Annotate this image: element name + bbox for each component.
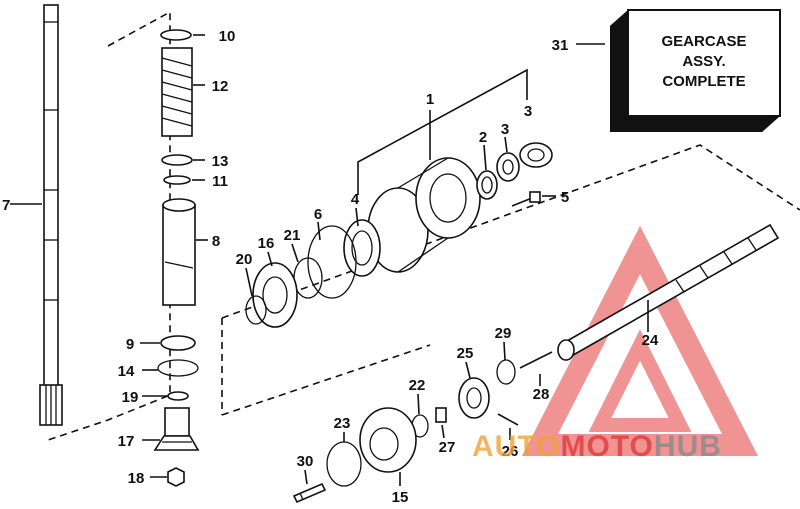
watermark-moto: MOTO <box>560 430 653 463</box>
label-27: 27 <box>439 439 456 456</box>
washer-19 <box>167 391 189 401</box>
leader-6 <box>317 221 321 241</box>
label-15: 15 <box>392 489 409 506</box>
leader-2 <box>483 144 487 171</box>
leader-30 <box>304 469 308 485</box>
label-19: 19 <box>122 389 139 406</box>
label-30: 30 <box>297 453 314 470</box>
label-25: 25 <box>457 345 474 362</box>
spring-12 <box>161 47 193 137</box>
propeller-shaft-24 <box>557 223 780 361</box>
label-11: 11 <box>212 173 228 190</box>
leader-25 <box>465 361 471 379</box>
label-5: 5 <box>561 189 569 206</box>
gearcase-box <box>610 9 781 132</box>
watermark-triangle-logo <box>521 225 759 456</box>
label-12: 12 <box>212 78 229 95</box>
sleeve-8 <box>162 198 196 306</box>
pin-30 <box>292 482 327 504</box>
assembly-bracket <box>357 68 528 195</box>
shim-23 <box>326 441 362 487</box>
label-8: 8 <box>212 233 220 250</box>
leader-3a <box>504 136 508 153</box>
label-2: 2 <box>479 129 487 146</box>
watermark-hub: HUB <box>654 430 722 463</box>
watermark-text: AUTOMOTOHUB <box>472 430 722 463</box>
label-22: 22 <box>409 377 426 394</box>
label-18: 18 <box>128 470 145 487</box>
bearing-20 <box>245 295 267 325</box>
label-23: 23 <box>334 415 351 432</box>
dashed-frame-right-bottom <box>221 344 431 416</box>
gearcase-line-3: COMPLETE <box>662 73 745 90</box>
leader-20 <box>245 267 253 297</box>
bearing-housing-1 <box>367 157 481 273</box>
forward-gear-15 <box>359 407 417 473</box>
leader-16 <box>267 251 273 267</box>
leader-29 <box>503 341 506 361</box>
washer-10 <box>160 29 192 41</box>
label-1: 1 <box>426 91 434 108</box>
leader-21 <box>291 243 299 263</box>
seal-3b <box>519 142 553 168</box>
label-9: 9 <box>126 336 134 353</box>
dashed-frame-left <box>47 10 171 441</box>
label-17: 17 <box>118 433 135 450</box>
spring-28 <box>519 351 553 369</box>
watermark-auto: AUTO <box>472 430 560 463</box>
gearcase-line-2: ASSY. <box>682 53 725 70</box>
plate-9 <box>160 335 196 351</box>
clutch-25 <box>458 377 490 419</box>
needle-bearing-2 <box>476 170 498 200</box>
label-3b: 3 <box>524 103 532 120</box>
label-13: 13 <box>212 153 229 170</box>
label-29: 29 <box>495 325 512 342</box>
ring-11 <box>163 175 191 185</box>
pinion-gear-17 <box>153 407 200 451</box>
label-21: 21 <box>284 227 301 244</box>
label-14: 14 <box>118 363 135 380</box>
label-3a: 3 <box>501 121 509 138</box>
label-16: 16 <box>258 235 275 252</box>
gearcase-line-1: GEARCASE <box>661 33 746 50</box>
pin-27 <box>435 407 447 423</box>
label-24: 24 <box>642 332 659 349</box>
label-10: 10 <box>219 28 236 45</box>
leader-27 <box>441 424 445 439</box>
drive-shaft <box>39 4 63 426</box>
label-6: 6 <box>314 206 322 223</box>
label-31: 31 <box>552 37 569 54</box>
ring-29 <box>496 359 516 385</box>
seal-3a <box>496 152 520 182</box>
label-7: 7 <box>2 197 10 214</box>
screw-5 <box>511 191 541 207</box>
label-4: 4 <box>351 191 360 208</box>
leader-22 <box>417 393 420 415</box>
label-28: 28 <box>533 386 550 403</box>
bearing-4 <box>343 219 381 277</box>
label-20: 20 <box>236 251 253 268</box>
pin-26 <box>497 413 519 426</box>
retaining-ring-14 <box>157 359 199 377</box>
label-26: 26 <box>502 443 519 460</box>
leader-4 <box>355 207 359 227</box>
shim-6 <box>307 225 357 299</box>
washer-13 <box>161 154 193 166</box>
bevel-gear-16 <box>252 262 298 328</box>
nut-18 <box>167 467 185 487</box>
